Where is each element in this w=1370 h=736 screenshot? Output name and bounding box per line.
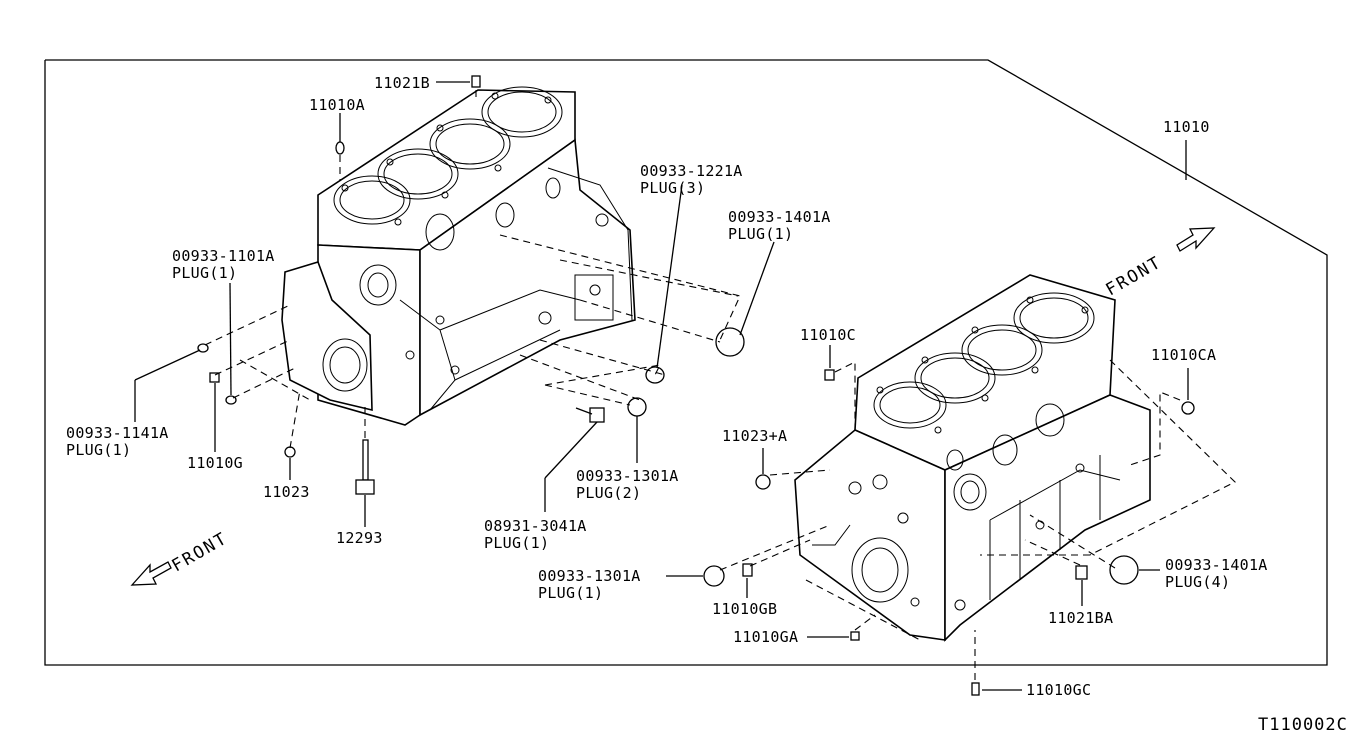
label-00933-1401A: 00933-1401A — [728, 208, 831, 226]
label-00933-1141A: 00933-1141A — [66, 424, 169, 442]
right-leader-lines — [666, 140, 1189, 691]
label-plug-1-right: PLUG(1) — [538, 584, 603, 602]
front-arrow-right — [1176, 227, 1216, 252]
label-plug-1-lower: PLUG(1) — [66, 441, 131, 459]
left-small-parts — [197, 75, 745, 495]
label-00933-1301A-a: 00933-1301A — [576, 467, 679, 485]
label-12293: 12293 — [336, 529, 383, 547]
label-11010CA: 11010CA — [1151, 346, 1216, 364]
label-11010GA: 11010GA — [733, 628, 798, 646]
label-11010: 11010 — [1163, 118, 1210, 136]
label-11023: 11023 — [263, 483, 310, 501]
label-11010G: 11010G — [187, 454, 243, 472]
label-00933-1101A: 00933-1101A — [172, 247, 275, 265]
label-00933-1221A: 00933-1221A — [640, 162, 743, 180]
label-00933-1401A-b: 00933-1401A — [1165, 556, 1268, 574]
right-small-parts — [703, 369, 1195, 696]
label-plug-3: PLUG(3) — [640, 179, 705, 197]
diagram-reference-code: T110002C — [1258, 715, 1348, 735]
label-plug-1-top: PLUG(1) — [728, 225, 793, 243]
label-11010GB: 11010GB — [712, 600, 777, 618]
label-plug-2: PLUG(2) — [576, 484, 641, 502]
label-11010A: 11010A — [309, 96, 365, 114]
front-label-right: FRONT — [1103, 252, 1166, 300]
left-dashed-leaders — [204, 90, 741, 449]
label-11021BA: 11021BA — [1048, 609, 1113, 627]
label-08931-3041A: 08931-3041A — [484, 517, 587, 535]
part-labels: 11021B 11010A 00933-1221A PLUG(3) 00933-… — [66, 74, 1268, 699]
label-plug-1-08931: PLUG(1) — [484, 534, 549, 552]
label-11023-A: 11023+A — [722, 427, 787, 445]
cylinder-block-right — [794, 274, 1151, 642]
cylinder-block-left — [281, 86, 636, 426]
label-11021B: 11021B — [374, 74, 430, 92]
diagram-frame — [44, 59, 1328, 666]
front-label-left: FRONT — [169, 528, 232, 576]
front-arrow-left — [130, 561, 172, 586]
left-leader-lines — [134, 81, 775, 527]
right-dashed-leaders — [719, 359, 1236, 680]
label-11010C: 11010C — [800, 326, 856, 344]
label-plug-1-left: PLUG(1) — [172, 264, 237, 282]
label-plug-4: PLUG(4) — [1165, 573, 1230, 591]
label-00933-1301A-b: 00933-1301A — [538, 567, 641, 585]
label-11010GC: 11010GC — [1026, 681, 1091, 699]
